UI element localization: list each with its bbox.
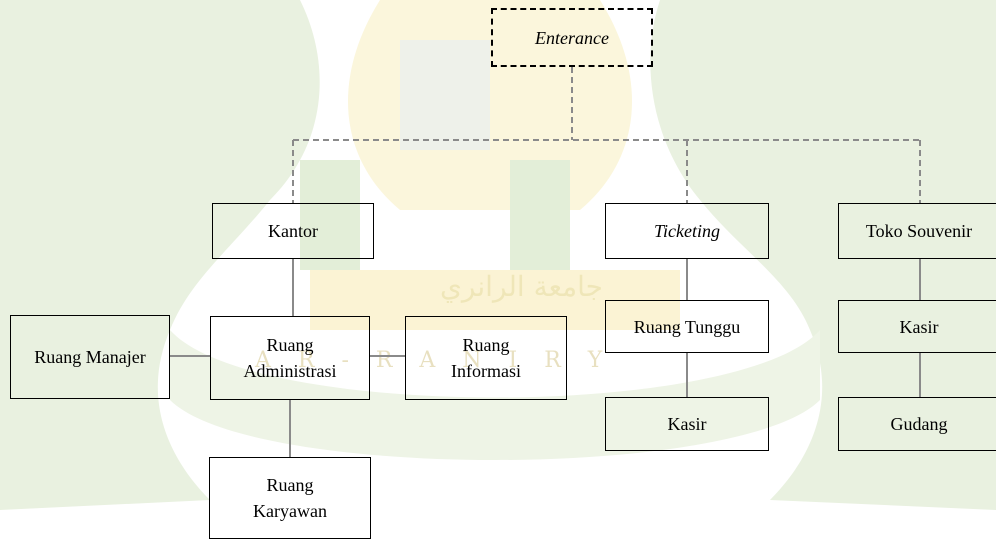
ruang-manajer-box: Ruang Manajer bbox=[10, 315, 170, 399]
watermark-green-tower-left bbox=[300, 160, 360, 270]
watermark-right-leaf bbox=[650, 0, 996, 510]
ruang-karyawan-line1: Ruang bbox=[266, 475, 314, 495]
kasir-souvenir-label: Kasir bbox=[899, 316, 939, 337]
ruang-informasi-line1: Ruang bbox=[462, 335, 510, 355]
watermark-latin-text: A R - R A N I R Y bbox=[255, 348, 613, 373]
gudang-box: Gudang bbox=[838, 397, 996, 451]
kasir-souvenir-box: Kasir bbox=[838, 300, 996, 353]
kantor-label: Kantor bbox=[268, 221, 318, 241]
ruang-karyawan-box: Ruang Karyawan bbox=[209, 457, 371, 539]
kasir-ticketing-box: Kasir bbox=[605, 397, 769, 451]
ruang-administrasi-line1: Ruang bbox=[266, 335, 314, 355]
ruang-karyawan-line2: Karyawan bbox=[253, 501, 327, 521]
watermark-kaaba bbox=[400, 40, 490, 150]
ruang-tunggu-box: Ruang Tunggu bbox=[605, 300, 769, 353]
watermark-bottom-band bbox=[170, 330, 820, 460]
entrance-box: Enterance bbox=[491, 8, 653, 67]
gudang-label: Gudang bbox=[890, 414, 948, 434]
ruang-manajer-label: Ruang Manajer bbox=[34, 347, 146, 367]
kantor-box: Kantor bbox=[212, 203, 374, 259]
watermark-green-tower-right bbox=[510, 160, 570, 270]
ticketing-box: Ticketing bbox=[605, 203, 769, 259]
ruang-administrasi-box: Ruang Administrasi bbox=[210, 316, 370, 400]
ticketing-label: Ticketing bbox=[654, 221, 720, 241]
watermark-left-leaf bbox=[0, 0, 320, 510]
ruang-administrasi-line2: Administrasi bbox=[243, 361, 337, 381]
ruang-informasi-line2: Informasi bbox=[451, 361, 521, 381]
toko-souvenir-label: Toko Souvenir bbox=[865, 221, 973, 241]
watermark-arabic-text: جامعة الرانري bbox=[440, 270, 603, 303]
kasir-ticketing-label: Kasir bbox=[667, 414, 707, 434]
ruang-informasi-box: Ruang Informasi bbox=[405, 316, 567, 400]
entrance-label: Enterance bbox=[535, 27, 609, 48]
ruang-tunggu-label: Ruang Tunggu bbox=[633, 316, 741, 337]
toko-souvenir-box: Toko Souvenir bbox=[838, 203, 996, 259]
